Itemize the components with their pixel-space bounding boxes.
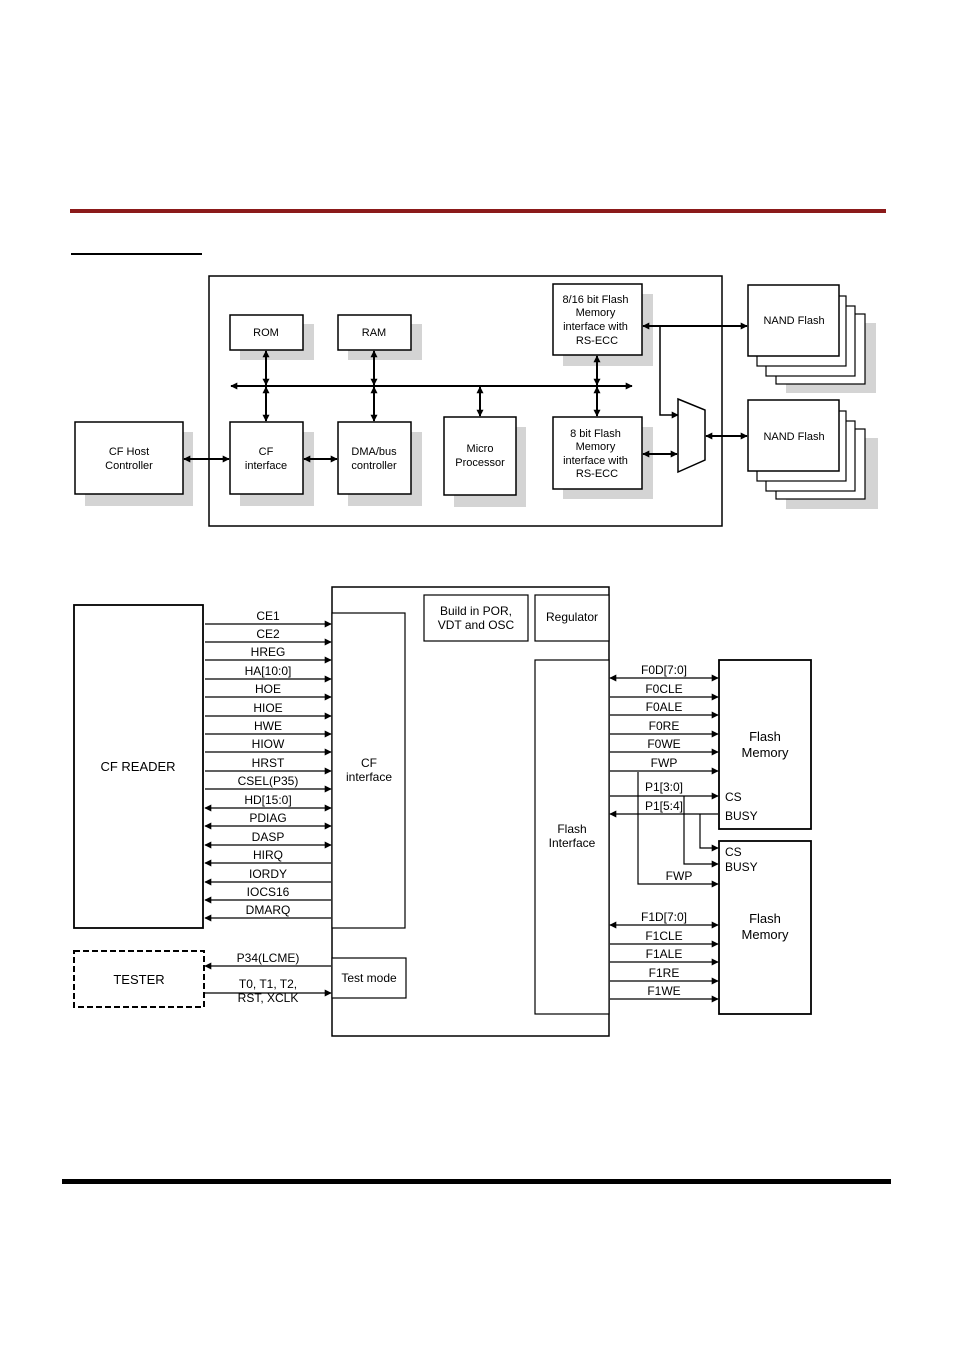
section-title-underline (71, 253, 202, 255)
signal-label-pdiag: PDIAG (249, 811, 286, 825)
signal-label-ce2: CE2 (256, 627, 280, 641)
signal-label-f0re: F0RE (649, 719, 680, 733)
signal-label-f1d-7-0: F1D[7:0] (641, 910, 687, 924)
p1-labels: P1[3:0] P1[5:4] FWP (645, 780, 692, 883)
svg-text:Test mode: Test mode (341, 971, 397, 985)
ram-block: RAM (337, 314, 412, 351)
svg-text:FWP: FWP (666, 869, 693, 883)
test-mode-block: Test mode (331, 957, 407, 999)
svg-text:P34(LCME): P34(LCME) (237, 951, 300, 965)
header-rule (70, 209, 886, 213)
svg-text:T0, T1, T2,RST, XCLK: T0, T1, T2,RST, XCLK (238, 977, 299, 1005)
flash-8bit-interface-block: 8 bit Flash Memory interface with RS-ECC (552, 416, 643, 490)
svg-text:NAND Flash: NAND Flash (763, 431, 824, 443)
por-vdt-osc-block: Build in POR,VDT and OSC (423, 594, 529, 642)
rom-block: ROM (229, 314, 304, 351)
tester-block: TESTER (73, 950, 205, 1008)
svg-text:Regulator: Regulator (546, 610, 598, 624)
signal-label-hd-15-0: HD[15:0] (244, 793, 291, 807)
flash0-signal-lines: F0D[7:0] F0CLE F0ALE F0RE F0WE FWP (609, 663, 719, 775)
tester-signals: P34(LCME) T0, T1, T2,RST, XCLK (204, 951, 332, 1005)
svg-text:P1[3:0]: P1[3:0] (645, 780, 683, 794)
signal-label-f0ale: F0ALE (646, 700, 683, 714)
svg-text:RAM: RAM (362, 327, 386, 339)
signal-label-f0we: F0WE (647, 737, 680, 751)
signal-label-f0d-7-0: F0D[7:0] (641, 663, 687, 677)
signal-label-iordy: IORDY (249, 867, 287, 881)
svg-text:NAND Flash: NAND Flash (763, 315, 824, 327)
cf-reader-block: CF READER (73, 604, 204, 929)
signal-label-ha-10-0: HA[10:0] (245, 664, 292, 678)
mux-select-line (659, 326, 679, 419)
signal-label-iocs16: IOCS16 (247, 885, 290, 899)
p1-routing (609, 772, 719, 888)
signal-label-hwe: HWE (254, 719, 282, 733)
signal-label-csel-p35: CSEL(P35) (238, 774, 299, 788)
signal-label-dmarq: DMARQ (246, 903, 291, 917)
signal-label-fwp: FWP (651, 756, 678, 770)
signal-label-hiow: HIOW (252, 737, 285, 751)
signal-label-hreg: HREG (251, 645, 286, 659)
svg-text:Build in POR,VDT and OSC: Build in POR,VDT and OSC (438, 604, 515, 632)
footer-rule (62, 1179, 891, 1184)
signal-label-f1ale: F1ALE (646, 947, 683, 961)
svg-text:CF READER: CF READER (100, 759, 175, 774)
regulator-block: Regulator (534, 594, 610, 642)
signal-label-dasp: DASP (252, 830, 285, 844)
signal-label-f1we: F1WE (647, 984, 680, 998)
multiplexer-symbol (677, 397, 706, 474)
svg-text:P1[5:4]: P1[5:4] (645, 799, 683, 813)
signal-label-f1cle: F1CLE (645, 929, 682, 943)
signal-label-f0cle: F0CLE (645, 682, 682, 696)
signal-label-hoe: HOE (255, 682, 281, 696)
signal-label-f1re: F1RE (649, 966, 680, 980)
svg-text:8/16 bit Flash Memor: 8/16 bit Flash Memory interface with RS-… (562, 294, 631, 347)
controller-chip-outline (208, 275, 723, 527)
signal-label-ce1: CE1 (256, 609, 280, 623)
nand-flash-stack-2: NAND Flash (747, 399, 878, 509)
svg-text:ROM: ROM (253, 327, 279, 339)
signal-label-hioe: HIOE (253, 701, 282, 715)
flash1-signal-lines: F1D[7:0] F1CLE F1ALE F1RE F1WE (609, 910, 719, 1003)
svg-text:TESTER: TESTER (113, 972, 164, 987)
signal-label-hirq: HIRQ (253, 848, 283, 862)
flash-16bit-interface-block: 8/16 bit Flash Memory interface with RS-… (552, 283, 643, 356)
nand-flash-stack-1: NAND Flash (747, 284, 876, 393)
svg-text:8 bit Flash Memory: 8 bit Flash Memory interface with RS-ECC (563, 428, 631, 480)
signal-label-hrst: HRST (252, 756, 285, 770)
